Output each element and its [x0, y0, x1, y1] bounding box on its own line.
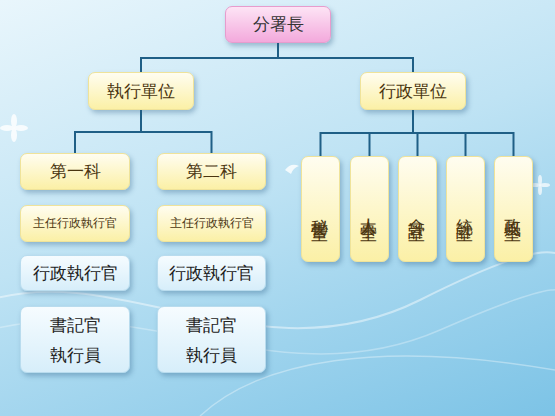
- section-box: 第二科: [157, 153, 266, 190]
- box-label: 書記官 執行員: [182, 310, 242, 370]
- role-box: 主任行政執行官: [157, 205, 266, 242]
- box-label: 主任行政執行官: [33, 215, 117, 232]
- org-connector: [370, 110, 414, 156]
- org-connector: [141, 43, 278, 72]
- head-box: 分署長: [225, 6, 331, 43]
- org-connector: [75, 110, 141, 153]
- box-label: 第一科: [50, 160, 101, 183]
- office-box: 秘書室: [301, 156, 340, 262]
- box-label: 書記官 執行員: [45, 310, 105, 370]
- box-label: 第二科: [186, 160, 237, 183]
- box-label: 人事室: [358, 205, 381, 214]
- org-connector: [321, 110, 414, 156]
- role-box: 行政執行官: [157, 255, 266, 291]
- office-box: 會計室: [398, 156, 437, 262]
- box-label: 主任行政執行官: [170, 215, 254, 232]
- box-label: 行政執行官: [169, 262, 254, 285]
- box-label: 分署長: [253, 13, 304, 36]
- office-box: 統計室: [446, 156, 485, 262]
- unit-box: 執行單位: [88, 72, 194, 110]
- role-box: 主任行政執行官: [20, 205, 130, 242]
- box-label: 行政執行官: [33, 262, 118, 285]
- box-label: 政風室: [502, 205, 525, 214]
- office-box: 人事室: [350, 156, 389, 262]
- section-box: 第一科: [20, 153, 130, 190]
- org-connector: [141, 110, 212, 153]
- box-label: 行政單位: [379, 80, 447, 103]
- org-connector: [278, 43, 413, 72]
- unit-box: 行政單位: [360, 72, 466, 110]
- box-label: 秘書室: [309, 205, 332, 214]
- box-label: 統計室: [454, 205, 477, 214]
- org-connector: [413, 110, 514, 156]
- box-label: 會計室: [406, 205, 429, 214]
- role-box: 書記官 執行員: [20, 306, 130, 373]
- role-box: 書記官 執行員: [157, 306, 266, 373]
- office-box: 政風室: [494, 156, 533, 262]
- role-box: 行政執行官: [20, 255, 130, 291]
- box-label: 執行單位: [107, 80, 175, 103]
